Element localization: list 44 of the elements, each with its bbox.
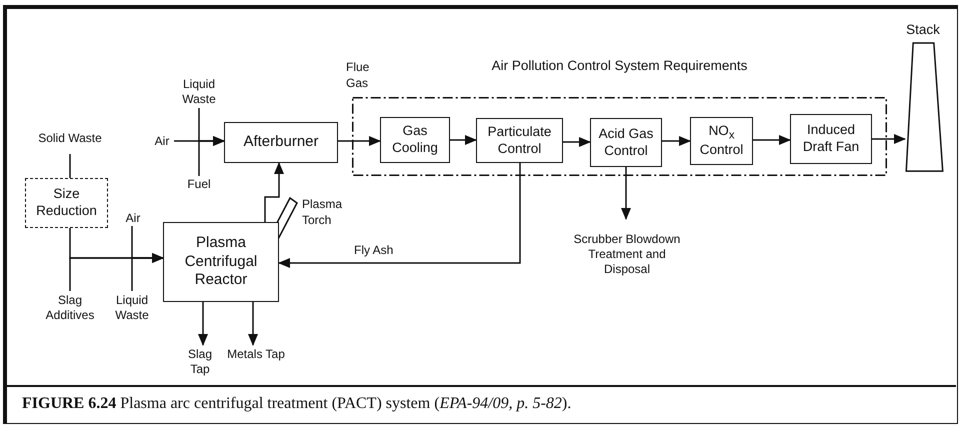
arrow bbox=[278, 163, 521, 268]
node-label: Slag Additives bbox=[44, 293, 96, 323]
node-label: Fuel bbox=[187, 176, 211, 192]
part-label: Plasma Torch bbox=[302, 197, 344, 228]
node-label: Induced Draft Fan bbox=[802, 122, 860, 156]
node-label: Liquid Waste bbox=[181, 77, 217, 107]
node-label: Particulate Control bbox=[486, 124, 552, 158]
node-label: Air bbox=[126, 210, 140, 226]
process-box bbox=[690, 117, 753, 165]
node-heading: Stack bbox=[906, 22, 940, 39]
arrow bbox=[662, 136, 691, 146]
arrow bbox=[198, 302, 208, 346]
process-box bbox=[163, 222, 279, 302]
arrow bbox=[131, 253, 164, 291]
figure-caption: FIGURE 6.24 Plasma arc centrifugal treatment (PACT) system (EPA-94/09, p. 5-82). bbox=[22, 395, 572, 413]
node-label: Size Reduction bbox=[35, 186, 98, 220]
node-label: Acid Gas Control bbox=[598, 126, 654, 160]
node-label: Slag Tap bbox=[186, 347, 214, 377]
node-heading: Air Pollution Control System Requirements bbox=[492, 58, 748, 75]
arrow bbox=[198, 136, 225, 176]
arrow bbox=[563, 137, 591, 147]
process-box bbox=[476, 118, 563, 163]
arrow bbox=[338, 136, 381, 146]
process-box bbox=[224, 122, 338, 163]
arrow bbox=[248, 302, 258, 346]
node-label: Gas Cooling bbox=[391, 123, 439, 157]
node-label: Scrubber Blowdown Treatment and Disposal bbox=[572, 232, 682, 276]
arrow bbox=[621, 167, 631, 220]
arrow bbox=[450, 135, 477, 145]
node-label: NO$_{x}$ Control bbox=[698, 122, 744, 160]
node-label: Liquid Waste bbox=[114, 293, 150, 323]
node-label: Air bbox=[154, 134, 170, 148]
node-label: Metals Tap bbox=[227, 346, 285, 362]
arrow bbox=[264, 162, 284, 222]
arrow bbox=[872, 134, 906, 144]
edge-label: Fly Ash bbox=[352, 243, 396, 259]
arrow bbox=[753, 135, 791, 145]
process-box bbox=[380, 117, 450, 163]
process-box bbox=[590, 118, 662, 167]
node-label: Plasma Centrifugal Reactor bbox=[184, 234, 258, 290]
optional-process-box bbox=[25, 178, 108, 228]
node-label: Solid Waste bbox=[38, 130, 102, 146]
process-box bbox=[790, 114, 872, 164]
node-label: Afterburner bbox=[243, 133, 319, 152]
